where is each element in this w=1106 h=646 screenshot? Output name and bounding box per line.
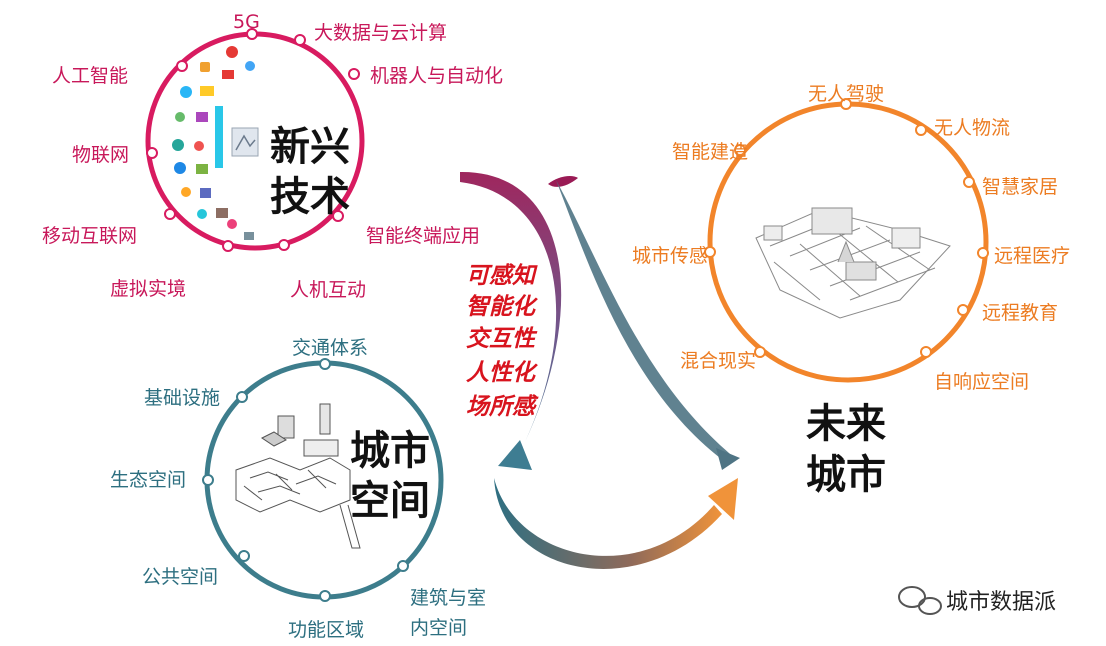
space-node: [319, 590, 331, 602]
tech-node: [332, 210, 344, 222]
space-nodes: [202, 358, 409, 602]
city-features: 可感知 智能化 交互性 人性化 场所感: [466, 263, 539, 420]
tech-nodes: [146, 28, 360, 252]
space-node: [202, 474, 214, 486]
tech-label-robotics: 机器人与自动化: [370, 65, 503, 87]
tech-title-line2: 技术: [270, 174, 350, 220]
tech-label-hci: 人机互动: [290, 279, 366, 301]
future-node: [915, 124, 927, 136]
space-label-architecture-line1: 建筑与室: [410, 587, 486, 609]
space-node: [397, 560, 409, 572]
tech-node: [176, 60, 188, 72]
space-label-ecology: 生态空间: [110, 469, 186, 491]
tech-node: [246, 28, 258, 40]
future-label-responsive-space: 自响应空间: [934, 371, 1029, 393]
future-label-mixed-reality: 混合现实: [680, 350, 756, 372]
arrow-down-left: [460, 171, 740, 470]
arrow-up-right: [494, 478, 738, 569]
tech-node: [222, 240, 234, 252]
future-label-autonomous-logistics: 无人物流: [934, 117, 1010, 139]
future-ring: [707, 101, 989, 383]
watermark-text: 城市数据派: [946, 590, 1056, 615]
space-title-line2: 空间: [350, 478, 430, 524]
space-node: [238, 550, 250, 562]
urban-space-group: 城市 空间 交通体系 基础设施 生态空间 公共空间 功能区域 建筑与室 内空间: [110, 337, 486, 641]
tech-label-iot: 物联网: [72, 144, 129, 166]
tech-label-mobile-internet: 移动互联网: [42, 225, 137, 247]
future-label-remote-education: 远程教育: [982, 302, 1058, 324]
space-label-function-zone: 功能区域: [288, 619, 364, 641]
tech-node: [164, 208, 176, 220]
tech-label-5g: 5G: [233, 11, 260, 33]
feature-sense-of-place: 场所感: [466, 394, 539, 420]
future-node: [704, 246, 716, 258]
future-label-urban-sensing: 城市传感: [632, 245, 708, 267]
future-city-sketch: [755, 207, 951, 319]
tech-label-bigdata: 大数据与云计算: [314, 22, 447, 44]
tech-label-ai: 人工智能: [52, 65, 128, 87]
wechat-icon: [898, 586, 942, 615]
feature-humanized: 人性化: [466, 360, 538, 386]
future-node: [963, 176, 975, 188]
tech-node: [294, 34, 306, 46]
future-node: [957, 304, 969, 316]
future-title-line1: 未来: [806, 401, 886, 447]
city-sketch: [235, 403, 361, 549]
feature-interactive: 交互性: [466, 325, 538, 352]
space-node: [319, 358, 331, 370]
future-label-telemedicine: 远程医疗: [994, 245, 1070, 267]
space-node: [236, 391, 248, 403]
feature-intelligent: 智能化: [466, 294, 538, 320]
future-node: [734, 144, 746, 156]
space-title-line1: 城市: [350, 428, 430, 474]
space-label-transport: 交通体系: [292, 337, 368, 359]
future-nodes: [704, 98, 989, 358]
tech-node: [348, 68, 360, 80]
tech-label-smart-terminal: 智能终端应用: [366, 225, 480, 247]
tech-title-line1: 新兴: [270, 124, 350, 170]
future-node: [977, 247, 989, 259]
tech-node: [146, 147, 158, 159]
future-label-smart-home: 智慧家居: [982, 176, 1058, 198]
future-node: [754, 346, 766, 358]
space-label-infrastructure: 基础设施: [144, 387, 220, 409]
future-city-group: 无人驾驶 无人物流 智慧家居 远程医疗 远程教育 自响应空间 混合现实 城市传感…: [632, 83, 1070, 498]
tech-label-vr: 虚拟实境: [110, 278, 186, 300]
future-label-smart-construction: 智能建造: [672, 141, 748, 163]
space-label-architecture-line2: 内空间: [410, 617, 467, 639]
future-node: [840, 98, 852, 110]
space-label-public: 公共空间: [142, 566, 218, 588]
tech-node: [278, 239, 290, 251]
future-title-line2: 城市: [806, 452, 886, 498]
emerging-tech-group: 新兴 技术 5G 大数据与云计算 机器人与自动化 智能终端应用 人机互动 虚拟实…: [42, 11, 503, 301]
tech-icon-cluster: [172, 46, 259, 240]
watermark: 城市数据派: [898, 586, 1056, 615]
future-label-autonomous-driving: 无人驾驶: [808, 83, 884, 105]
feature-perceptible: 可感知: [466, 263, 538, 289]
future-node: [920, 346, 932, 358]
